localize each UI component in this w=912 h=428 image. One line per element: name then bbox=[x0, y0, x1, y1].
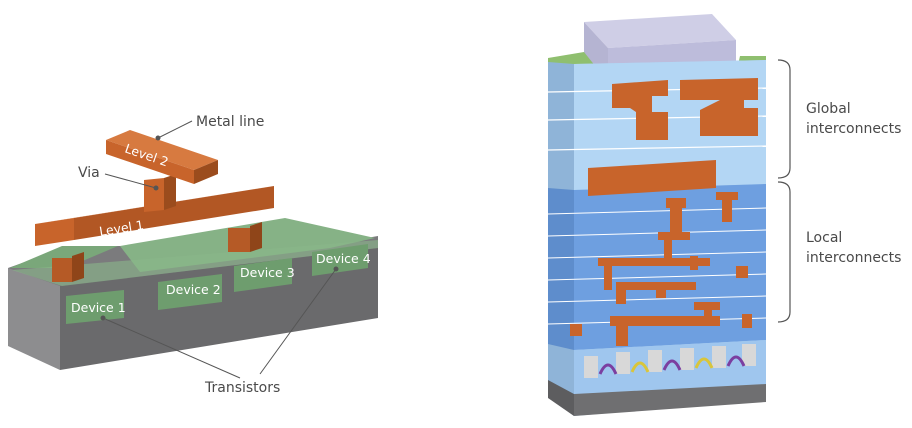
device-4-pad bbox=[312, 244, 368, 276]
via-label: Via bbox=[78, 165, 100, 181]
level-2-metal-line: Level 2 bbox=[106, 130, 218, 184]
metal-line-callout-dot bbox=[155, 135, 161, 141]
local-copper bbox=[570, 192, 752, 346]
global-label-line1: Global bbox=[806, 101, 851, 117]
transistors-label: Transistors bbox=[204, 380, 280, 396]
metal-line-label: Metal line bbox=[196, 114, 264, 130]
local-label-line1: Local bbox=[806, 230, 842, 246]
right-interconnect-stack: Global interconnects Local interconnects bbox=[547, 14, 901, 416]
level-1-label: Level 1 bbox=[98, 217, 145, 239]
left-interconnect-diagram: Device 1 Device 2 Device 3 Device 4 Leve… bbox=[8, 114, 378, 396]
global-bracket bbox=[777, 59, 791, 179]
device-pads: Device 1 Device 2 Device 3 Device 4 bbox=[66, 244, 371, 324]
transistor-callout-dot-1 bbox=[100, 315, 106, 321]
device-1-pad bbox=[66, 290, 124, 324]
device-1-label: Device 1 bbox=[71, 300, 126, 315]
local-label-line2: interconnects bbox=[806, 250, 901, 266]
device-3-label: Device 3 bbox=[240, 265, 295, 280]
device-3-pad bbox=[234, 258, 292, 292]
via-callout-dot bbox=[153, 185, 159, 191]
callouts: Metal line Via Transistors bbox=[78, 114, 339, 396]
brackets bbox=[777, 59, 791, 323]
global-copper bbox=[588, 78, 758, 196]
via-block bbox=[144, 174, 176, 212]
device-4-label: Device 4 bbox=[316, 251, 371, 266]
global-label-line2: interconnects bbox=[806, 121, 901, 137]
device-2-pad bbox=[158, 274, 222, 310]
stack-substrate bbox=[574, 384, 766, 416]
transistor-callout-dot-2 bbox=[333, 266, 339, 272]
device-2-label: Device 2 bbox=[166, 282, 221, 297]
device-layer bbox=[574, 340, 766, 394]
local-bracket bbox=[777, 181, 791, 323]
